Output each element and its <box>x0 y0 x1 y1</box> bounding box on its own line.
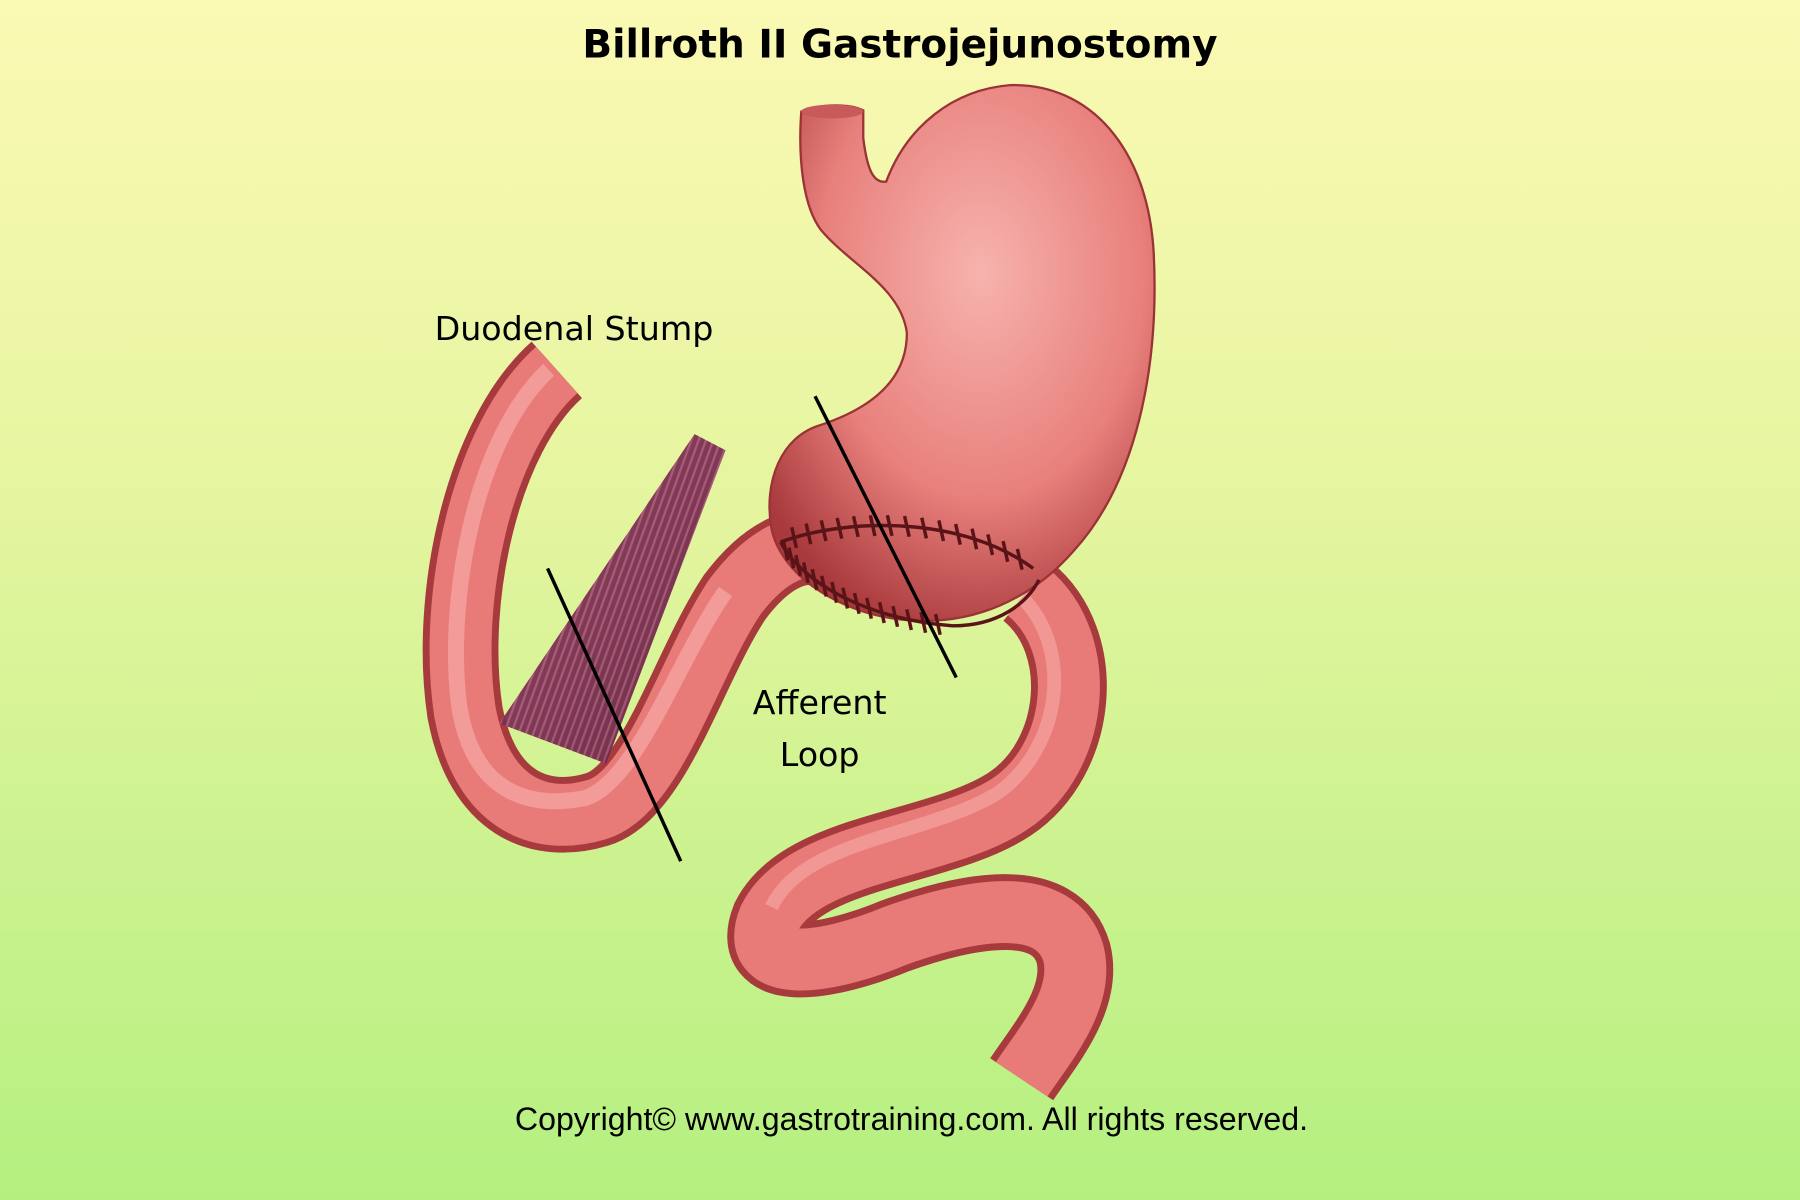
copyright-notice: Copyright© www.gastrotraining.com. All r… <box>515 1101 1308 1137</box>
suture-stitch <box>970 528 979 550</box>
suture-stitch <box>787 547 796 569</box>
suture-stitch <box>794 554 803 577</box>
suture-stitch <box>920 517 929 539</box>
cut-line-duodenum <box>546 567 683 862</box>
suture-stitch <box>841 587 850 609</box>
suture-stitch <box>937 520 946 542</box>
suture-stitch <box>891 605 900 628</box>
suture-stitch <box>1001 540 1010 563</box>
suture-stitch <box>810 568 819 591</box>
esophagus-opening <box>801 104 864 119</box>
suture-stitch <box>851 515 860 538</box>
suture-stitch <box>852 592 861 615</box>
suture-stitch <box>801 562 810 584</box>
suture-stitch <box>1015 548 1024 571</box>
suture-stitch <box>953 523 962 546</box>
suture-stitch <box>820 575 828 597</box>
suture-stitch <box>865 597 874 619</box>
label-afferent: Afferent <box>753 683 887 722</box>
suture-stitch <box>933 613 942 636</box>
suture-stitch <box>835 517 844 539</box>
cut-line-stomach <box>813 395 958 679</box>
label-loop: Loop <box>780 735 860 774</box>
suture-stitch <box>790 526 799 549</box>
suture-stitch <box>781 539 790 561</box>
efferent-loop <box>727 562 1114 1101</box>
suture-stitch <box>868 514 877 537</box>
diagram-title: Billroth II Gastrojejunostomy <box>582 23 1217 68</box>
suture-stitch <box>902 515 911 538</box>
suture-stitch <box>986 533 995 556</box>
label-duodenal-stump: Duodenal Stump <box>435 309 714 348</box>
suture-stitch <box>877 601 886 624</box>
suture-stitch <box>804 523 813 545</box>
suture-stitch <box>919 611 928 634</box>
suture-stitch <box>819 519 828 542</box>
suture-stitch <box>830 581 839 604</box>
afferent-loop <box>422 341 844 853</box>
suture-stitch <box>885 514 894 537</box>
suture-stitch <box>905 608 914 631</box>
stomach <box>768 83 1156 622</box>
